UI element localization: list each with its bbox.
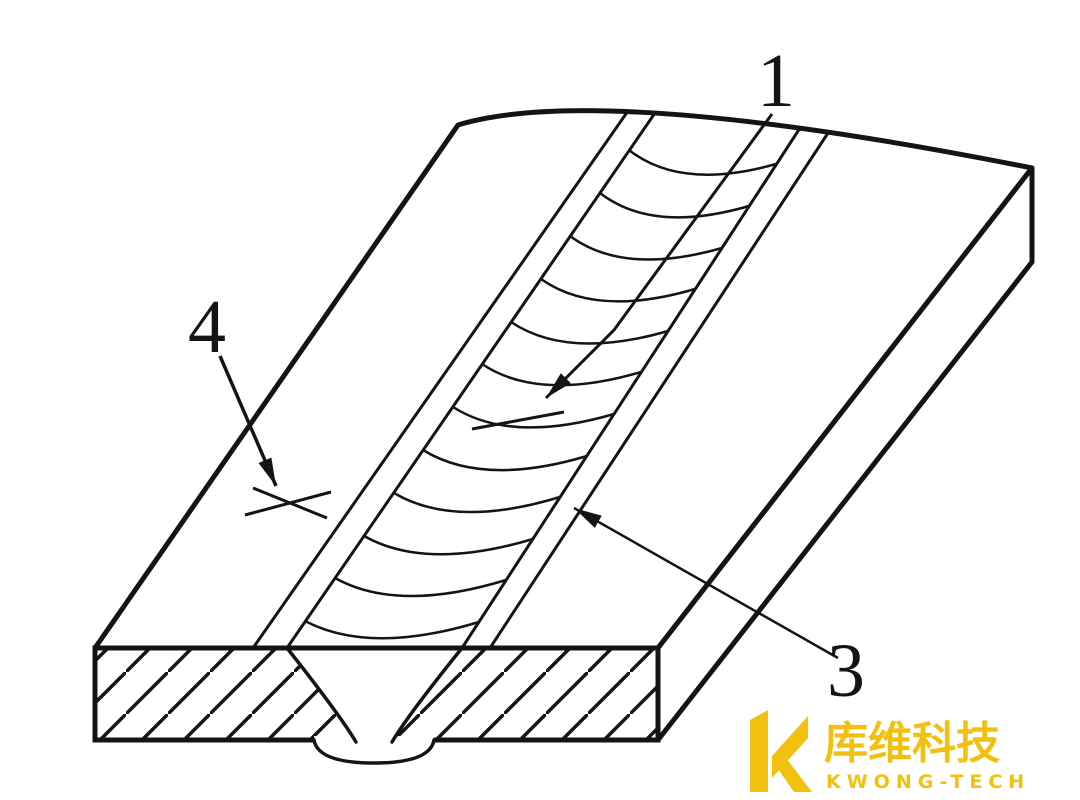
logo-text-zh: 库维科技 — [824, 718, 1000, 769]
surface-x-mark — [244, 486, 332, 520]
kwong-k-logo-icon — [750, 710, 812, 792]
penetration-bead-fill — [314, 736, 434, 763]
callout-label-3: 3 — [827, 629, 865, 713]
logo-text-en: KWONG-TECH — [826, 771, 1030, 793]
callout-label-1: 1 — [757, 39, 795, 123]
weld-nugget-outline — [285, 646, 464, 765]
groove-lines — [251, 110, 830, 649]
callout-label-4: 4 — [188, 285, 226, 369]
leader-line-3 — [573, 506, 839, 660]
leader-line-4 — [218, 355, 278, 487]
weld-direction-tick — [471, 410, 565, 431]
leader-line-1 — [544, 113, 774, 400]
watermark-logo: 库维科技 KWONG-TECH — [750, 710, 1030, 793]
weld-nugget-fill — [287, 648, 462, 741]
